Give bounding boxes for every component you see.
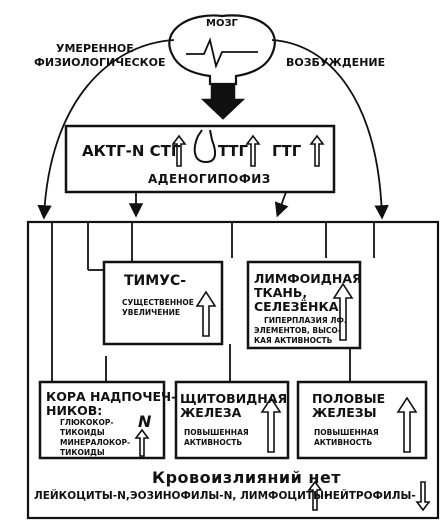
lymph-up-arrow: [332, 282, 354, 341]
brain-to-pituitary-arrow: [200, 84, 246, 120]
gonads-title2: ЖЕЛЕЗЫ: [312, 405, 377, 420]
lymph-title1: ЛИМФОИДНАЯ: [254, 271, 362, 286]
lymph-title3: СЕЛЕЗЁНКА: [254, 299, 339, 314]
gonads-line1: ПОВЫШЕННАЯ: [314, 428, 379, 437]
left-label-line1: УМЕРЕННОЕ: [56, 42, 134, 55]
thyroid-line1: ПОВЫШЕННАЯ: [184, 428, 249, 437]
pituitary-box: [64, 124, 336, 194]
adrenal-glucocorticoids-n: N: [138, 412, 152, 431]
adrenal-line1: ГЛЮКОКОР-: [60, 418, 114, 427]
thyroid-box: [174, 380, 290, 460]
pituitary-stalk-icon: [193, 129, 217, 164]
adrenal-title2: НИКОВ:: [46, 403, 103, 418]
lymph-line1: ГИПЕРПЛАЗИЯ ЛФ.: [264, 316, 347, 325]
thyroid-title2: ЖЕЛЕЗА: [180, 405, 242, 420]
pituitary-hormones-b: ТТГ: [218, 142, 249, 160]
thymus-title: ТИМУС-: [124, 273, 187, 289]
pituitary-hormones-c: ГТГ: [272, 142, 302, 160]
thymus-line1: СУЩЕСТВЕННОЕ: [122, 298, 194, 307]
blood-cells-a: ЛЕЙКОЦИТЫ-N,ЭОЗИНОФИЛЫ-N, ЛИМФОЦИТЫ-: [34, 490, 329, 502]
adrenal-line4: ТИКОИДЫ: [60, 448, 105, 457]
lymph-line2: ЭЛЕМЕНТОВ, ВЫСО-: [254, 326, 341, 335]
lymph-box: [246, 260, 362, 350]
brain-label: МОЗГ: [206, 18, 238, 29]
hemorrhage-note: Кровоизлияний нет: [152, 468, 342, 487]
brain-icon: [168, 14, 276, 86]
pituitary-up-arrows: [171, 134, 325, 167]
lymph-title2: ТКАНЬ,: [254, 285, 308, 300]
main-box: [26, 220, 440, 520]
blood-cells-b: НЕЙТРОФИЛЫ-: [324, 490, 416, 502]
pituitary-hormones-a: АКТГ-N СТГ: [82, 142, 181, 160]
lymph-line3: КАЯ АКТИВНОСТЬ: [254, 336, 333, 345]
left-curve-arrow: [37, 39, 175, 220]
gonads-line2: АКТИВНОСТЬ: [314, 438, 373, 447]
thyroid-title1: ЩИТОВИДНАЯ: [180, 391, 288, 406]
thyroid-line2: АКТИВНОСТЬ: [184, 438, 243, 447]
adrenal-line2: ТИКОИДЫ: [60, 428, 105, 437]
neutrophils-down-arrow: [415, 481, 431, 512]
lymphocytes-up-arrow: [307, 480, 323, 511]
adrenal-title1: КОРА НАДПОЧЕЧ-: [46, 389, 177, 404]
left-label-line2: ФИЗИОЛОГИЧЕСКОЕ: [34, 56, 166, 69]
adrenal-mineralo-up-arrow: [134, 428, 150, 457]
pituitary-title: АДЕНОГИПОФИЗ: [148, 172, 271, 186]
thymus-line2: УВЕЛИЧЕНИЕ: [122, 308, 180, 317]
gonads-up-arrow: [396, 396, 418, 453]
thymus-up-arrow: [195, 290, 217, 337]
thyroid-up-arrow: [260, 396, 282, 453]
gonads-title1: ПОЛОВЫЕ: [312, 391, 386, 406]
adrenal-line3: МИНЕРАЛОКОР-: [60, 438, 131, 447]
right-label: ВОЗБУЖДЕНИЕ: [286, 56, 386, 69]
right-curve-arrow: [271, 39, 389, 220]
